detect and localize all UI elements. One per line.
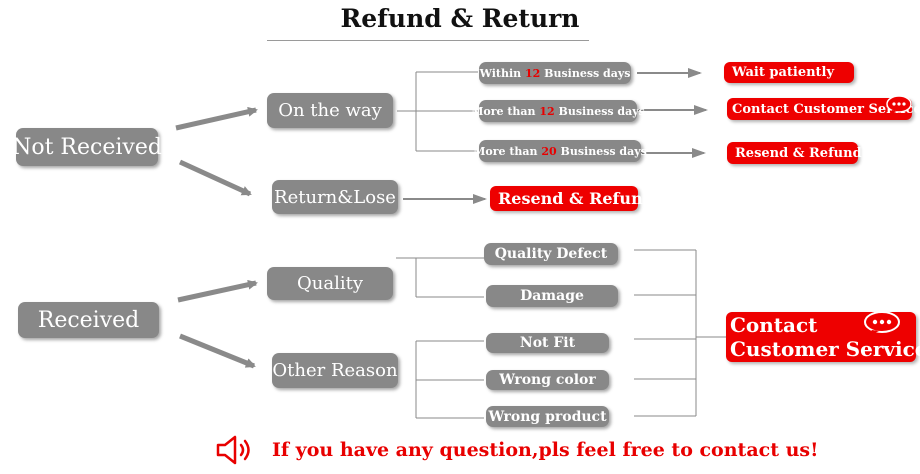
condition-number: 12 bbox=[525, 66, 541, 80]
arrow-to-other-reason bbox=[179, 333, 256, 369]
wrong-product-item: Wrong product bbox=[486, 406, 609, 427]
other-reason-bracket bbox=[415, 340, 484, 419]
condition-suffix: Business days bbox=[560, 144, 647, 158]
quality-bracket bbox=[396, 257, 484, 298]
condition-prefix: More than bbox=[473, 144, 538, 158]
condition-prefix: Within bbox=[479, 66, 522, 80]
contact-line-2: Customer Service bbox=[730, 337, 920, 361]
on-the-way-bracket bbox=[397, 71, 478, 152]
condition-suffix: Business days bbox=[544, 66, 631, 80]
arrow-to-return-lose bbox=[178, 159, 252, 197]
arrow-to-on-the-way bbox=[175, 106, 258, 131]
title-underline bbox=[267, 40, 589, 41]
contact-line-1: Contact bbox=[730, 313, 818, 337]
not-received-node: Not Received bbox=[12, 128, 162, 166]
wrong-color-item: Wrong color bbox=[486, 370, 609, 390]
result-label: Contact Customer Service bbox=[732, 101, 920, 117]
quality-defect-item: Quality Defect bbox=[484, 243, 618, 265]
resend-refund-result-return-lose: Resend & Refund bbox=[490, 186, 654, 211]
not-fit-item: Not Fit bbox=[486, 333, 609, 353]
wait-patiently-result: Wait patiently bbox=[724, 62, 854, 83]
chat-bubble-icon-large bbox=[864, 311, 900, 336]
speaker-icon bbox=[216, 435, 250, 465]
condition-more-than-12-days: More than 12 Business days bbox=[471, 100, 645, 122]
condition-more-than-20-days: More than 20 Business days bbox=[473, 140, 647, 162]
on-the-way-node: On the way bbox=[267, 93, 393, 128]
condition-suffix: Business days bbox=[558, 104, 645, 118]
other-reason-node: Other Reason bbox=[272, 353, 398, 388]
received-node: Received bbox=[18, 302, 159, 338]
damage-item: Damage bbox=[486, 285, 618, 307]
condition-prefix: More than bbox=[471, 104, 536, 118]
condition-within-12-days: Within 12 Business days bbox=[479, 62, 631, 84]
contact-customer-service-result: Contact Customer Service bbox=[727, 98, 920, 120]
footer-message: If you have any question,pls feel free t… bbox=[272, 439, 819, 461]
arrow-to-quality bbox=[177, 279, 258, 303]
page-title: Refund & Return bbox=[340, 4, 580, 33]
condition-number: 12 bbox=[539, 104, 555, 118]
return-lose-node: Return&Lose bbox=[272, 180, 398, 214]
condition-number: 20 bbox=[541, 144, 557, 158]
resend-refund-result-row3: Resend & Refund bbox=[727, 142, 862, 164]
chat-bubble-icon bbox=[886, 95, 912, 114]
quality-node: Quality bbox=[267, 267, 393, 300]
merge-bracket bbox=[634, 249, 726, 417]
